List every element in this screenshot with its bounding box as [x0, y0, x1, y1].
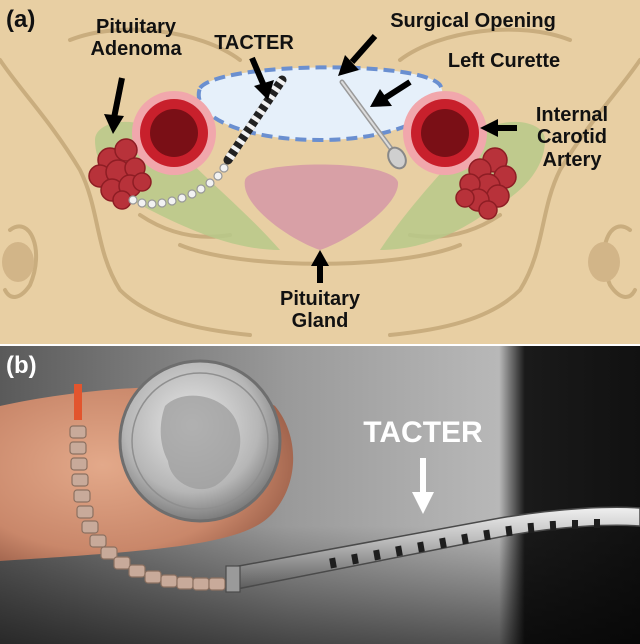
left-adenoma: [88, 138, 152, 210]
panel-b-photo: (b) TACTER: [0, 346, 640, 644]
right-carotid-artery: [403, 91, 487, 175]
left-carotid-artery: [132, 91, 216, 175]
left-bone-knob: [2, 242, 34, 282]
tube-slots: [329, 519, 600, 569]
panel-a-tag: (a): [6, 6, 36, 33]
tube-collar: [225, 565, 241, 593]
tacter-segments-photo: [69, 425, 226, 591]
tacter-tip: [74, 384, 82, 420]
tacter-photo-arrow: [412, 458, 434, 514]
tacter-photo-label: TACTER: [363, 416, 483, 449]
skull-base-illustration: [0, 0, 640, 344]
pituitary-gland-shape: [244, 164, 399, 250]
annotation-arrows: [104, 34, 517, 283]
right-bone-knob: [588, 242, 620, 282]
tacter-diagram-label: TACTER: [214, 32, 294, 54]
pituitary-gland-label: Pituitary Gland: [279, 288, 361, 333]
dime-coin: [118, 359, 282, 523]
tacter-instrument-diagram: [128, 75, 287, 209]
internal-carotid-artery-label: Internal Carotid Artery: [535, 104, 609, 171]
pituitary-adenoma-label: Pituitary Adenoma: [90, 16, 182, 61]
left-curette-label: Left Curette: [447, 50, 561, 72]
left-curette-diagram: [339, 79, 407, 170]
tacter-photo-illustration: [0, 346, 640, 644]
tacter-segmented-tail: [128, 163, 229, 209]
panel-b-tag: (b): [6, 352, 37, 379]
metal-tube: [227, 506, 640, 591]
surgical-opening-label: Surgical Opening: [390, 10, 556, 32]
panel-a-diagram: (a) Pituitary Adenoma TACTER Surgical Op…: [0, 0, 640, 344]
right-adenoma: [455, 147, 517, 220]
